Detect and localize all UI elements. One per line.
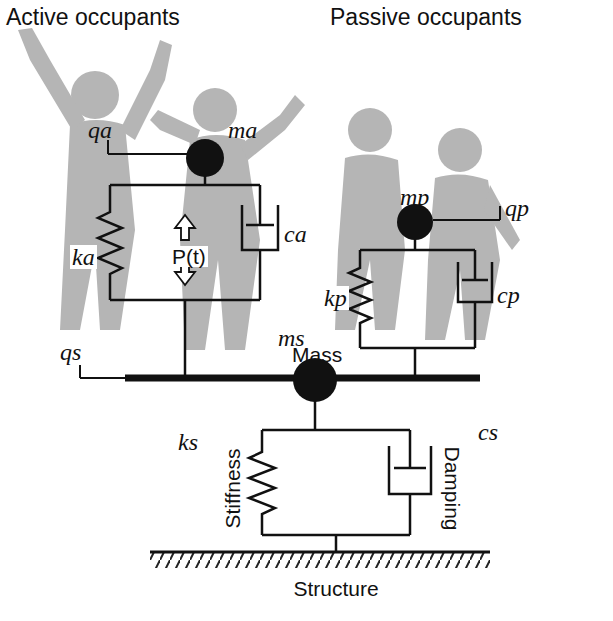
force-label: P(t) (170, 246, 208, 267)
stiffness-label: Stiffness (222, 448, 243, 528)
damper-ca (242, 185, 278, 300)
ground-line (150, 551, 490, 554)
group-title: Passive occupants (330, 6, 522, 29)
ground-label: Structure (293, 578, 378, 599)
stiffness-label: kp (322, 286, 349, 310)
spring-ks (249, 430, 275, 535)
displacement-label: qs (60, 340, 81, 364)
damping-label: ca (284, 222, 307, 246)
person-silhouette (335, 108, 520, 340)
damper-cp (458, 250, 492, 348)
mass-active (186, 139, 224, 177)
mechanical-model (80, 140, 500, 552)
damping-label: cp (497, 283, 520, 307)
stiffness-label: ks (178, 430, 198, 454)
damper-cs (389, 430, 431, 535)
ground-hatch (150, 552, 490, 568)
group-title: Active occupants (6, 6, 180, 29)
person-silhouette (18, 28, 305, 350)
mass-label: mp (400, 185, 429, 209)
displacement-label: qa (88, 118, 112, 142)
mass-passive (397, 204, 433, 240)
spring-ka (98, 185, 122, 300)
damping-label: cs (478, 420, 498, 444)
displacement-label: qp (505, 196, 529, 220)
damping-label: Damping (441, 446, 462, 530)
mass-label: ma (228, 118, 257, 142)
mass-label: Mass (292, 344, 342, 365)
spring-kp (349, 250, 371, 348)
stiffness-label: ka (70, 245, 97, 269)
